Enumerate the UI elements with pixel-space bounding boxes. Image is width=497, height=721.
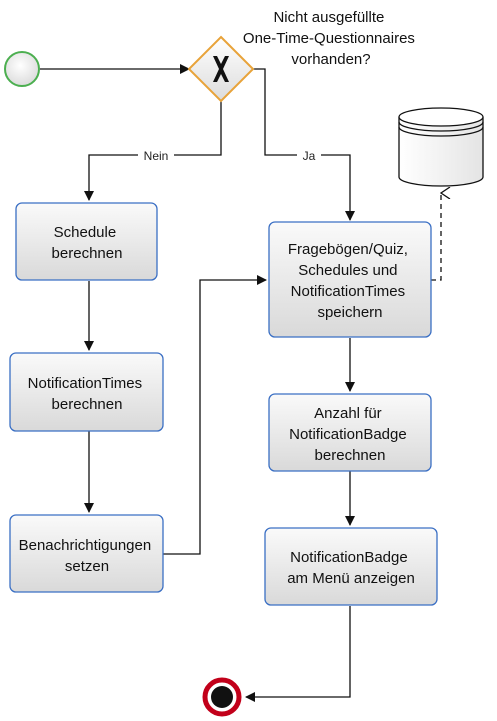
edge-label-no: Nein [144,149,169,163]
svg-text:NotificationBadge am Men: NotificationBadge am Menü anzeigen [287,549,415,587]
flow-show-to-end [245,606,351,702]
flow-benachrichtigungen-to-speichern [163,275,267,555]
association-speichern-to-datastore [431,193,441,281]
svg-text:Benachrichtigungen setze: Benachrichtigungen setzen [19,537,156,575]
task-anzahl-notificationbadge-berechnen: Anzahl für NotificationBadge berechnen [268,393,432,472]
start-event [4,51,40,87]
database-icon [398,107,484,187]
svg-text:Anzahl für NotificationB: Anzahl für NotificationBadge berechnen [289,405,411,464]
svg-text:Fragebögen/Quiz, Schedul: Fragebögen/Quiz, Schedules und Notificat… [288,241,412,321]
task-notificationbadge-anzeigen: NotificationBadge am Menü anzeigen [264,527,438,606]
exclusive-gateway [187,35,255,103]
flow-gateway-yes [253,68,355,221]
gateway-question: Nicht ausgefüllte One-Time-Questionnaire… [243,9,419,68]
task-notificationtimes-berechnen: NotificationTimes berechnen [9,352,164,432]
task-schedule-berechnen: Schedule berechnen [15,202,158,281]
edge-label-yes: Ja [303,149,316,163]
end-event [202,677,242,717]
task-benachrichtigungen-setzen: Benachrichtigungen setzen [9,514,164,593]
task-speichern: Fragebögen/Quiz, Schedules und Notificat… [268,221,432,338]
svg-text:NotificationTimes berech: NotificationTimes berechnen [28,375,147,413]
svg-text:Schedule berechnen: Schedule berechnen [52,224,123,262]
x-icon [213,56,229,82]
